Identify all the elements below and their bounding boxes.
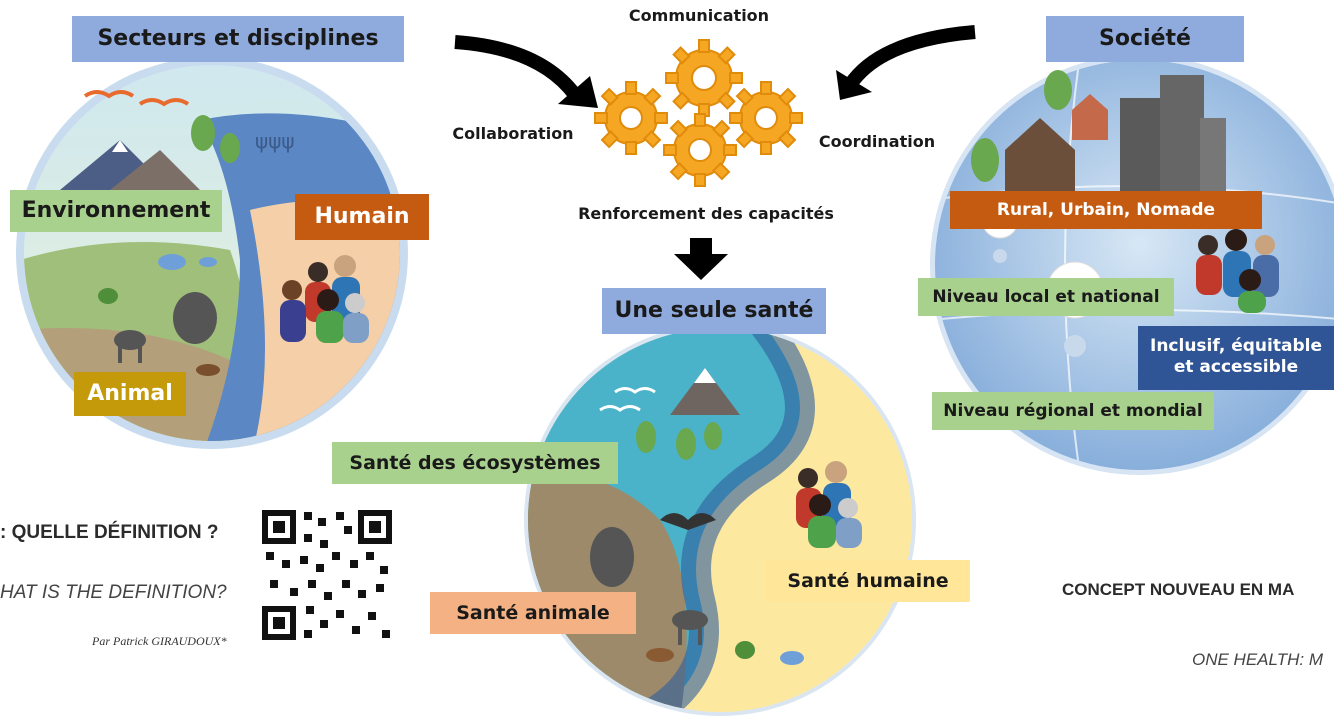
qr-code-icon	[262, 510, 392, 640]
environment-label: Environnement	[10, 190, 222, 232]
inclusive-label: Inclusif, équitable et accessible	[1138, 326, 1334, 390]
article-author: Par Patrick GIRAUDOUX*	[92, 634, 227, 648]
buildings-icon	[971, 70, 1226, 194]
capacity-building-label: Renforcement des capacités	[578, 204, 834, 223]
animal-label: Animal	[74, 372, 186, 416]
society-header: Société	[1046, 16, 1244, 62]
article-subtitle-left: HAT IS THE DEFINITION?	[0, 582, 227, 603]
regional-global-label: Niveau régional et mondial	[932, 392, 1214, 430]
arrow-right-icon	[844, 25, 976, 90]
animal-health-label: Santé animale	[430, 592, 636, 634]
article-subtitle-right: ONE HEALTH: M	[1192, 650, 1323, 669]
inclusive-line-2: et accessible	[1173, 357, 1299, 377]
gears-icon	[594, 39, 803, 187]
human-label: Humain	[295, 194, 429, 240]
ecosystem-health-label: Santé des écosystèmes	[332, 442, 618, 484]
rural-urban-nomad-label: Rural, Urbain, Nomade	[950, 191, 1262, 229]
local-national-label: Niveau local et national	[918, 278, 1174, 316]
collaboration-label: Collaboration	[452, 124, 574, 143]
svg-text:ψψψ: ψψψ	[255, 129, 295, 153]
arrow-down-icon	[674, 238, 728, 280]
communication-label: Communication	[628, 6, 770, 25]
article-title-right: CONCEPT NOUVEAU EN MA	[1062, 580, 1295, 599]
coordination-label: Coordination	[818, 132, 936, 151]
one-health-header: Une seule santé	[602, 288, 826, 334]
article-title-left: : QUELLE DÉFINITION ?	[0, 522, 219, 543]
human-health-label: Santé humaine	[766, 560, 970, 602]
arrow-left-icon	[454, 35, 581, 100]
inclusive-line-1: Inclusif, équitable	[1150, 336, 1322, 356]
sectors-header: Secteurs et disciplines	[72, 16, 404, 62]
